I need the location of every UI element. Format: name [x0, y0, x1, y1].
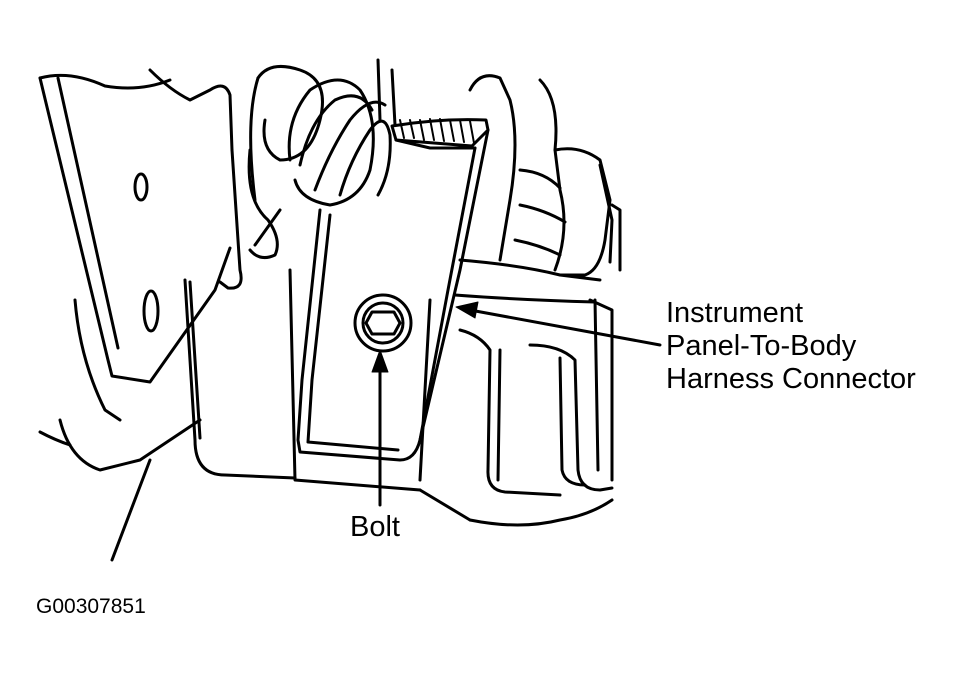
bolt-callout-arrow [371, 349, 389, 507]
harness-connector [296, 118, 490, 462]
bolt-label: Bolt [350, 511, 400, 543]
connector-callout-arrow [455, 301, 662, 347]
connector-label: Instrument Panel-To-Body Harness Connect… [666, 297, 916, 396]
wire-harness [247, 58, 397, 260]
connector-label-line-1: Instrument [666, 297, 803, 329]
right-housing [183, 74, 622, 527]
figure-id: G00307851 [36, 595, 146, 618]
connector-label-line-2: Panel-To-Body [666, 330, 857, 362]
left-bracket [38, 68, 243, 562]
connector-label-line-3: Harness Connector [666, 363, 916, 395]
